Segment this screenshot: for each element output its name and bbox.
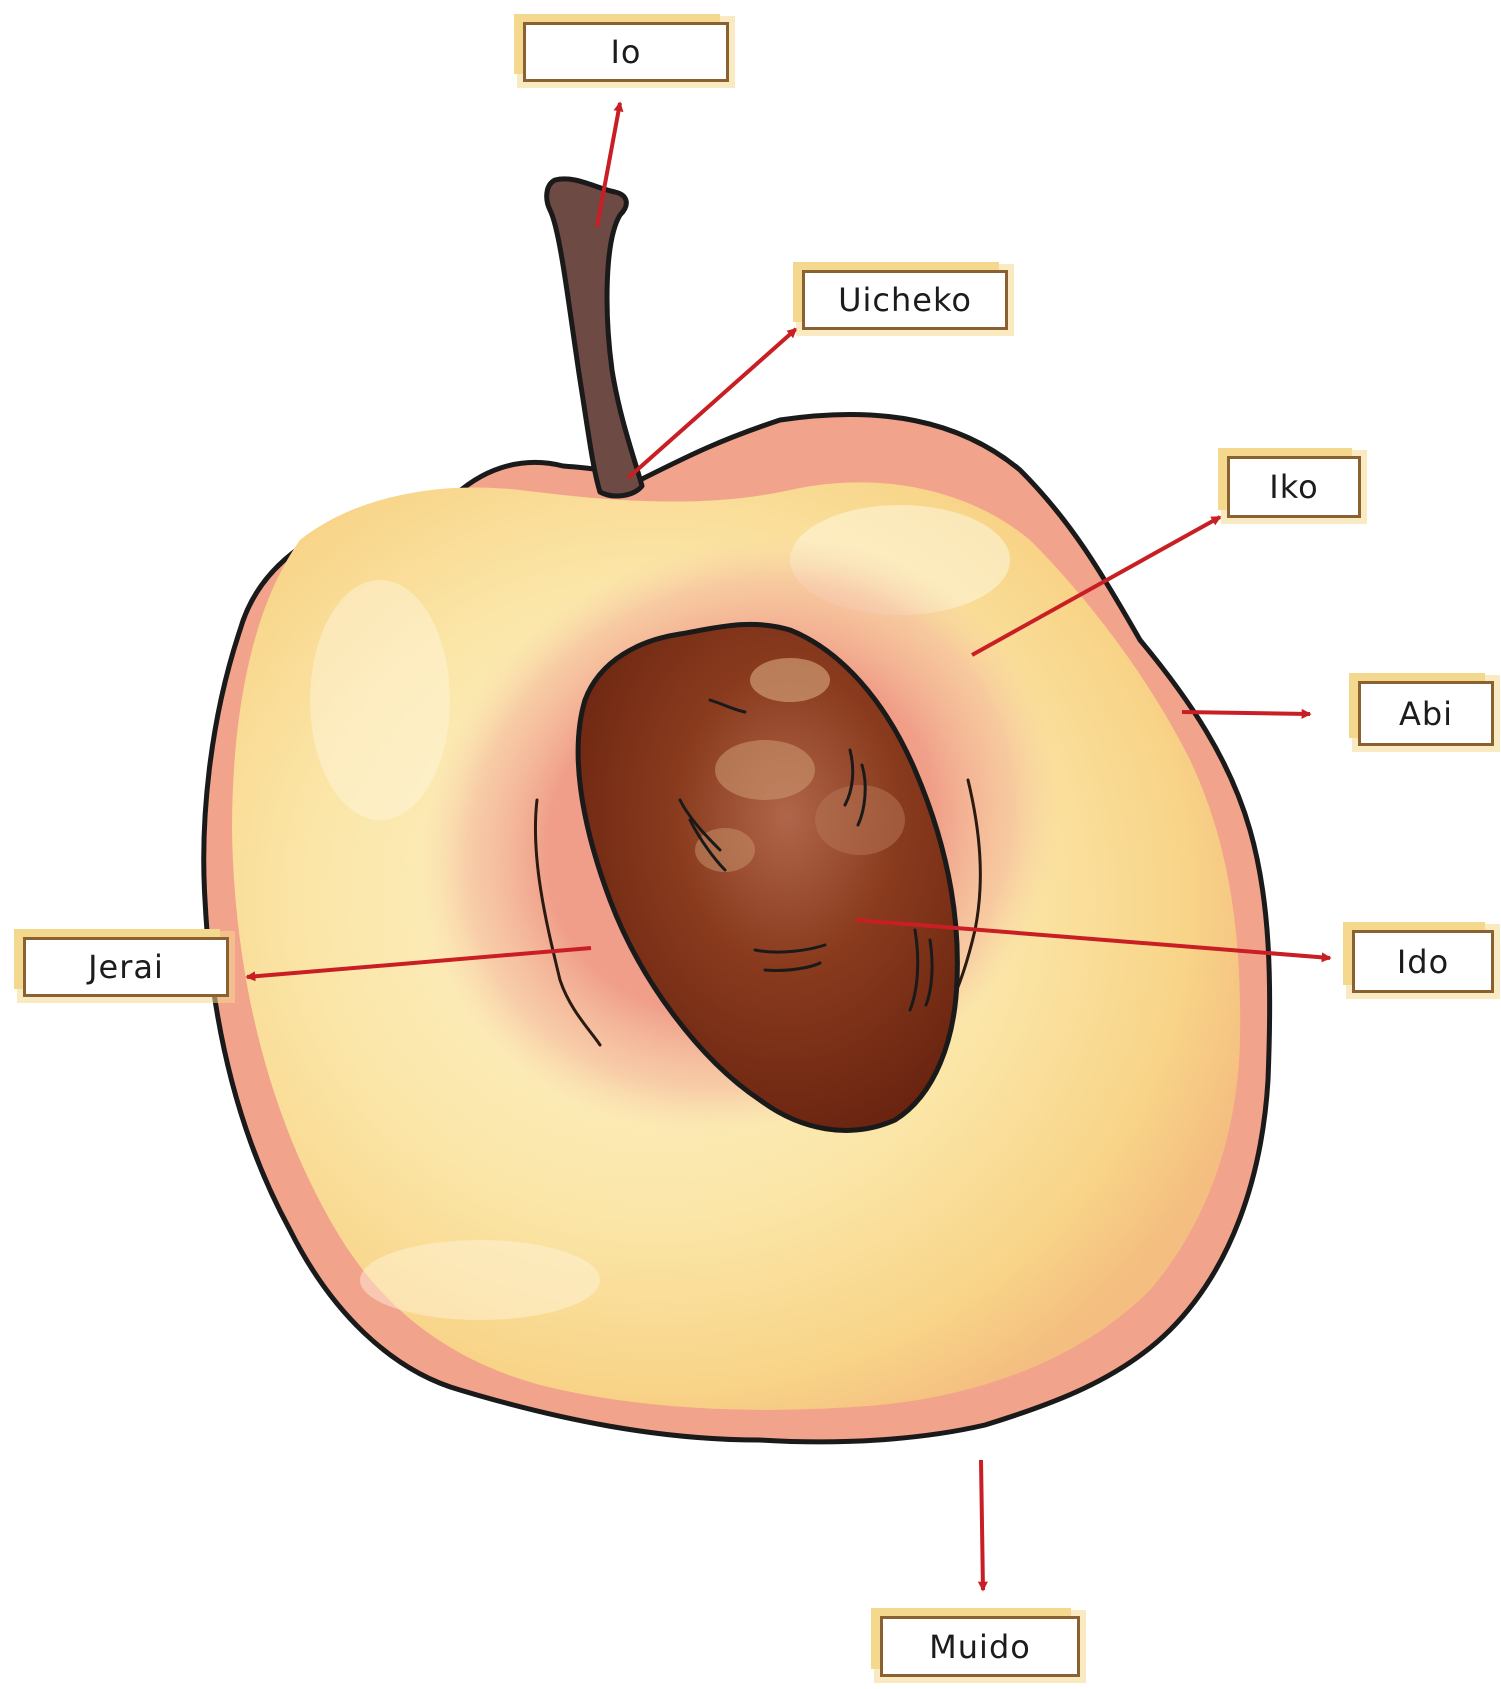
label-muido: Muido <box>880 1616 1080 1677</box>
peach-stem <box>547 179 642 496</box>
label-ido: Ido <box>1352 930 1494 993</box>
flesh-highlight <box>310 580 450 820</box>
stone-highlight <box>715 740 815 800</box>
arrow-abi <box>1182 712 1310 714</box>
label-abi: Abi <box>1358 681 1494 746</box>
stone-highlight <box>750 658 830 702</box>
label-uicheko: Uicheko <box>802 270 1008 330</box>
flesh-highlight <box>360 1240 600 1320</box>
label-io: Io <box>523 22 729 82</box>
label-jerai: Jerai <box>23 937 229 997</box>
label-iko: Iko <box>1227 456 1361 518</box>
arrow-muido <box>981 1460 983 1590</box>
